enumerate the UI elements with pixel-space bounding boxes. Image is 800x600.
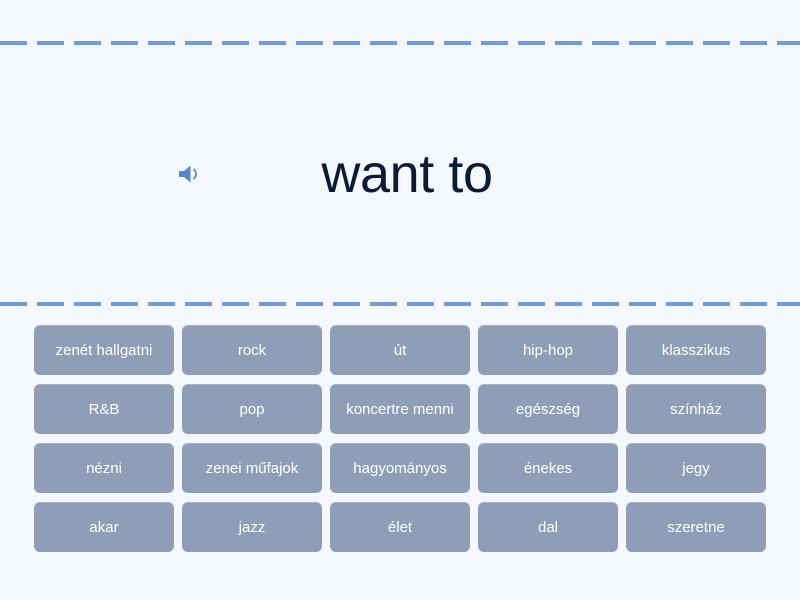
answer-tile[interactable]: színház xyxy=(626,384,766,434)
answer-tile[interactable]: hagyományos xyxy=(330,443,470,493)
divider-top xyxy=(0,41,800,45)
prompt-text: want to xyxy=(321,144,493,204)
answer-tile[interactable]: énekes xyxy=(478,443,618,493)
prompt-zone: want to xyxy=(0,46,800,302)
answer-tile[interactable]: egészség xyxy=(478,384,618,434)
answer-tile[interactable]: út xyxy=(330,325,470,375)
answer-tile[interactable]: koncertre menni xyxy=(330,384,470,434)
answer-tile[interactable]: jegy xyxy=(626,443,766,493)
answer-tile[interactable]: jazz xyxy=(182,502,322,552)
answer-tile[interactable]: nézni xyxy=(34,443,174,493)
answer-tile[interactable]: zenei műfajok xyxy=(182,443,322,493)
answer-tile[interactable]: élet xyxy=(330,502,470,552)
answer-tile[interactable]: szeretne xyxy=(626,502,766,552)
answer-tile[interactable]: R&B xyxy=(34,384,174,434)
speaker-icon xyxy=(177,162,203,186)
answer-tile[interactable]: zenét hallgatni xyxy=(34,325,174,375)
answer-tile[interactable]: dal xyxy=(478,502,618,552)
answer-tile-grid: zenét hallgatni rock út hip-hop klasszik… xyxy=(34,325,766,552)
answer-tile[interactable]: akar xyxy=(34,502,174,552)
divider-bottom xyxy=(0,302,800,306)
answer-tile[interactable]: pop xyxy=(182,384,322,434)
answer-tile[interactable]: klasszikus xyxy=(626,325,766,375)
prompt-inner: want to xyxy=(0,147,800,201)
answer-tile[interactable]: hip-hop xyxy=(478,325,618,375)
audio-play-button[interactable] xyxy=(167,151,213,197)
answer-tile[interactable]: rock xyxy=(182,325,322,375)
